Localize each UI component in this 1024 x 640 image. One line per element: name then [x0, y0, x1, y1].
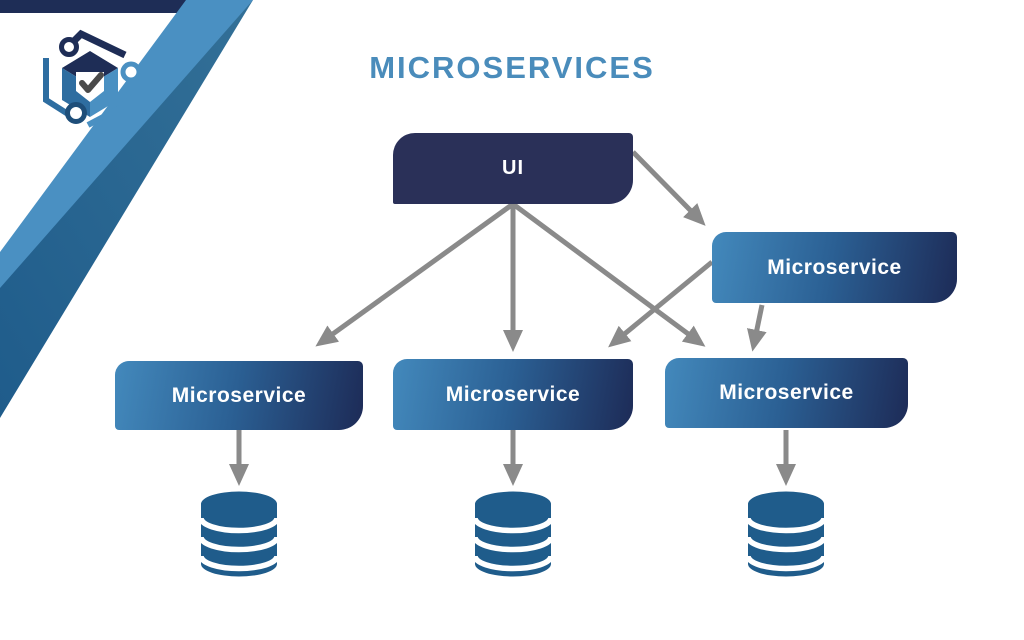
top-navy-bar [0, 0, 253, 13]
arrow-microservice-top-to-microservice-2 [608, 260, 714, 348]
node-microservice-top: Microservice [712, 232, 957, 303]
database-icon [472, 491, 554, 577]
node-microservice-1-label: Microservice [171, 383, 307, 407]
hexagon-shield-check-logo-icon [43, 29, 142, 128]
database-icon [745, 491, 827, 577]
arrow-microservice-top-to-microservice-3 [747, 304, 767, 352]
node-microservice-1: Microservice [115, 361, 363, 430]
page-title: MICROSERVICES [369, 50, 655, 85]
node-ui: UI [393, 133, 633, 204]
arrow-ui-to-microservice-3 [511, 201, 706, 347]
node-microservice-2: Microservice [393, 359, 633, 430]
node-microservice-2-label: Microservice [445, 382, 581, 406]
node-microservice-3-label: Microservice [719, 381, 854, 404]
node-microservice-top-label: Microservice [767, 255, 902, 279]
node-ui-label: UI [502, 157, 524, 179]
node-microservice-3: Microservice [665, 358, 908, 428]
arrow-ui-to-microservice-top [631, 150, 706, 226]
arrow-ui-to-microservice-1 [315, 201, 515, 347]
database-icon [198, 491, 280, 577]
